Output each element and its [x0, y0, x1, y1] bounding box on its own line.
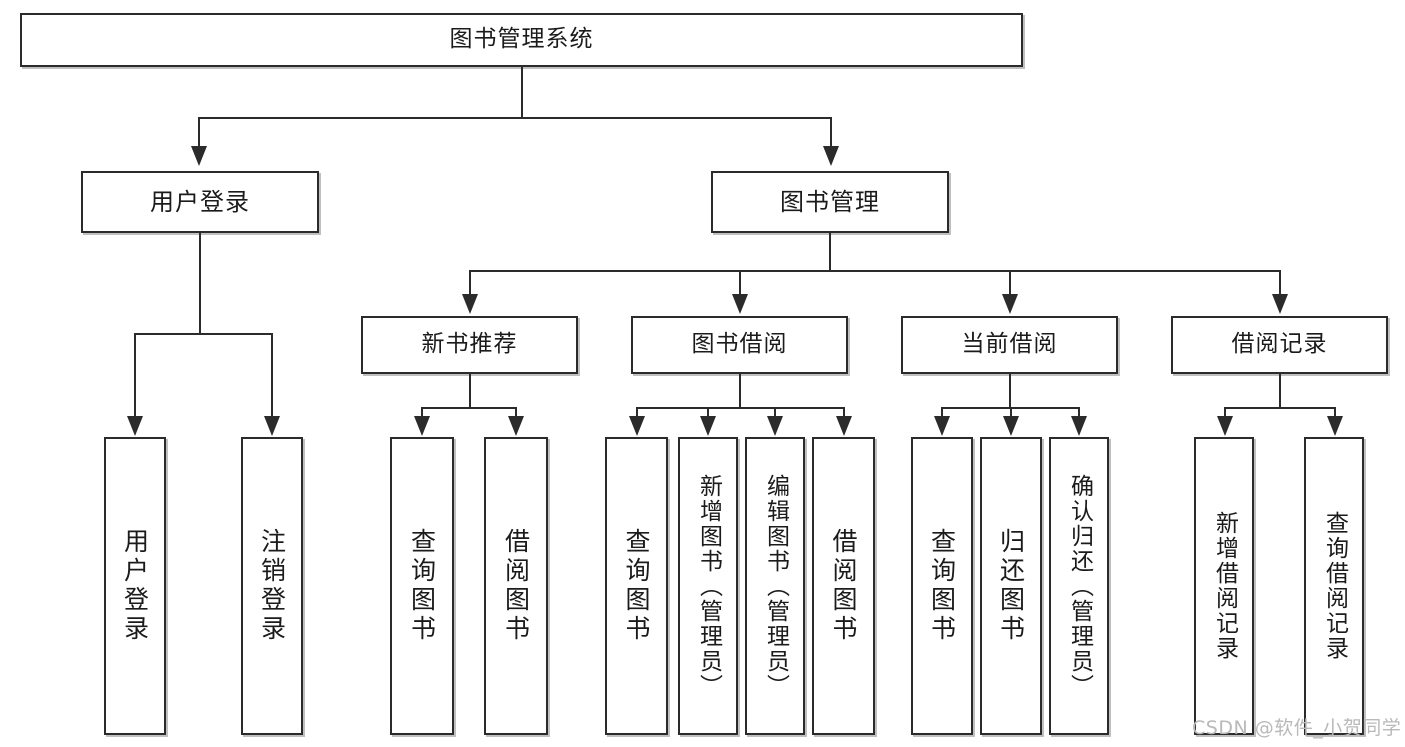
- arrow-user-login-to-leaf-2: [264, 416, 280, 436]
- node-label: 图书管理系统: [449, 26, 594, 53]
- arrow-cb-to-leaf-3: [1071, 416, 1087, 436]
- edge-cb-to-leaf-2: [1010, 407, 1012, 417]
- leaf-current-borrow-confirm-return-admin[interactable]: 确认归还（管理员）: [1049, 437, 1109, 735]
- node-new-book-recommend[interactable]: 新书推荐: [361, 316, 578, 374]
- arrow-bm-to-current-borrow: [1002, 294, 1018, 314]
- leaf-book-borrow-borrow-book[interactable]: 借阅图书: [812, 437, 875, 735]
- edge-bb-to-leaf-3: [774, 407, 776, 417]
- edge-book-borrow-stem: [739, 374, 741, 408]
- edge-new-book-stem: [469, 374, 471, 408]
- node-label: 查询图书: [927, 528, 957, 644]
- node-label: 用户登录: [150, 187, 250, 216]
- edge-br-to-leaf-1: [1224, 407, 1226, 417]
- node-root-book-management-system[interactable]: 图书管理系统: [20, 13, 1023, 67]
- node-label: 新增图书（管理员）: [695, 473, 722, 699]
- edge-root-to-user-login: [198, 117, 200, 147]
- edge-book-management-stem: [829, 233, 831, 271]
- arrow-root-to-book-management: [823, 146, 839, 166]
- node-current-borrow[interactable]: 当前借阅: [901, 316, 1118, 374]
- leaf-borrow-record-add-record[interactable]: 新增借阅记录: [1194, 437, 1254, 735]
- edge-root-to-book-management: [830, 117, 832, 147]
- arrow-cb-to-leaf-2: [1003, 416, 1019, 436]
- arrow-bb-to-leaf-3: [767, 416, 783, 436]
- arrow-br-to-leaf-1: [1217, 416, 1233, 436]
- edge-bb-to-leaf-1: [636, 407, 638, 417]
- edge-borrow-record-stem: [1279, 374, 1281, 408]
- node-label: 当前借阅: [961, 331, 1058, 358]
- node-label: 图书管理: [780, 187, 880, 216]
- leaf-user-login-login[interactable]: 用户登录: [104, 437, 166, 735]
- edge-user-login-to-leaf-1: [134, 333, 136, 417]
- node-label: 借阅记录: [1231, 331, 1328, 358]
- leaf-current-borrow-return-book[interactable]: 归还图书: [980, 437, 1042, 735]
- edge-user-login-to-leaf-2: [271, 333, 273, 417]
- edge-root-bus: [198, 117, 832, 119]
- node-label: 用户登录: [120, 528, 150, 644]
- edge-cb-to-leaf-3: [1078, 407, 1080, 417]
- arrow-bb-to-leaf-1: [629, 416, 645, 436]
- edge-bm-to-new-book: [469, 270, 471, 295]
- edge-bb-to-leaf-4: [843, 407, 845, 417]
- edge-new-book-bus: [421, 407, 517, 409]
- node-label: 归还图书: [996, 528, 1026, 644]
- node-label: 查询图书: [407, 528, 437, 644]
- edge-bm-to-borrow-record: [1279, 270, 1281, 295]
- node-label: 借阅图书: [829, 528, 858, 644]
- leaf-book-borrow-edit-book-admin[interactable]: 编辑图书（管理员）: [745, 437, 805, 735]
- node-book-borrow[interactable]: 图书借阅: [631, 316, 848, 374]
- arrow-bm-to-book-borrow: [732, 294, 748, 314]
- edge-borrow-record-bus: [1224, 407, 1336, 409]
- edge-book-borrow-bus: [636, 407, 844, 409]
- leaf-current-borrow-query-book[interactable]: 查询图书: [911, 437, 973, 735]
- leaf-new-book-borrow-book[interactable]: 借阅图书: [484, 437, 548, 735]
- node-label: 新书推荐: [421, 331, 518, 358]
- edge-new-book-to-leaf-2: [515, 407, 517, 417]
- arrow-bm-to-borrow-record: [1272, 294, 1288, 314]
- edge-new-book-to-leaf-1: [421, 407, 423, 417]
- node-borrow-record[interactable]: 借阅记录: [1171, 316, 1388, 374]
- arrow-new-book-to-leaf-2: [508, 416, 524, 436]
- node-label: 编辑图书（管理员）: [762, 473, 789, 699]
- node-label: 图书借阅: [691, 331, 788, 358]
- edge-br-to-leaf-2: [1334, 407, 1336, 417]
- node-label: 新增借阅记录: [1211, 511, 1238, 661]
- node-label: 查询借阅记录: [1321, 511, 1348, 661]
- edge-book-management-bus: [469, 270, 1281, 272]
- edge-user-login-bus: [134, 333, 273, 335]
- edge-user-login-stem: [199, 233, 201, 334]
- leaf-book-borrow-query-book[interactable]: 查询图书: [605, 437, 668, 735]
- edge-bm-to-book-borrow: [739, 270, 741, 295]
- arrow-root-to-user-login: [191, 146, 207, 166]
- arrow-new-book-to-leaf-1: [414, 416, 430, 436]
- node-label: 查询图书: [622, 528, 651, 644]
- edge-current-borrow-stem: [1009, 374, 1011, 408]
- arrow-user-login-to-leaf-1: [127, 416, 143, 436]
- edge-cb-to-leaf-1: [941, 407, 943, 417]
- arrow-br-to-leaf-2: [1327, 416, 1343, 436]
- leaf-book-borrow-add-book-admin[interactable]: 新增图书（管理员）: [678, 437, 738, 735]
- node-book-management[interactable]: 图书管理: [711, 171, 949, 233]
- leaf-user-login-logout[interactable]: 注销登录: [241, 437, 303, 735]
- edge-root-stem: [521, 67, 523, 118]
- edge-bm-to-current-borrow: [1009, 270, 1011, 295]
- arrow-bm-to-new-book: [462, 294, 478, 314]
- arrow-bb-to-leaf-4: [836, 416, 852, 436]
- arrow-bb-to-leaf-2: [700, 416, 716, 436]
- leaf-new-book-query-book[interactable]: 查询图书: [390, 437, 454, 735]
- node-label: 注销登录: [257, 528, 287, 644]
- node-label: 借阅图书: [501, 528, 531, 644]
- arrow-cb-to-leaf-1: [934, 416, 950, 436]
- node-user-login[interactable]: 用户登录: [81, 171, 319, 233]
- leaf-borrow-record-query-record[interactable]: 查询借阅记录: [1304, 437, 1364, 735]
- node-label: 确认归还（管理员）: [1066, 473, 1093, 699]
- edge-bb-to-leaf-2: [707, 407, 709, 417]
